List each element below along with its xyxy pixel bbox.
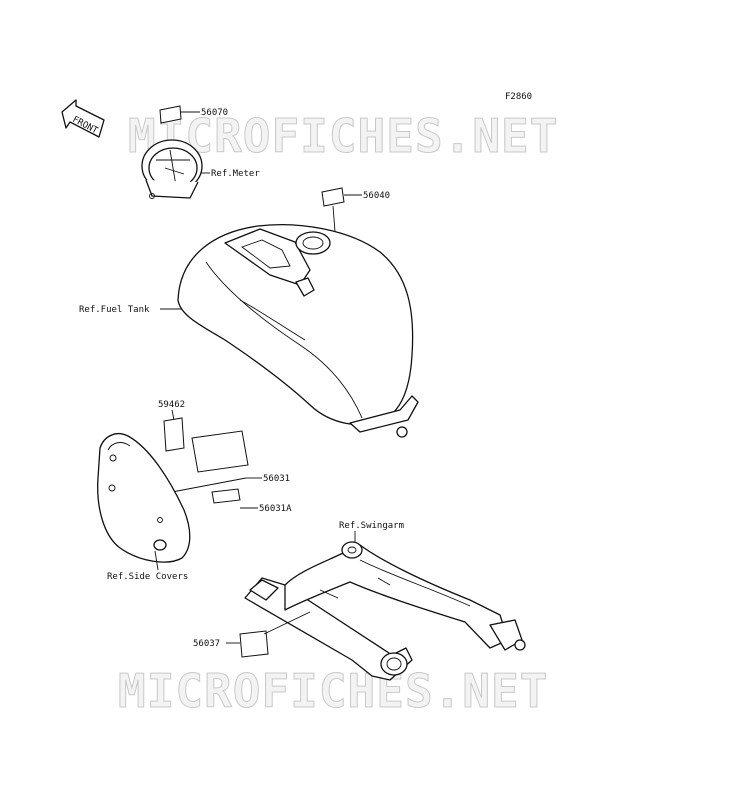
decal-59462[interactable] xyxy=(163,417,185,452)
label-ref-meter[interactable]: Ref.Meter xyxy=(211,169,260,179)
watermark-bottom: MICROFICHES.NET xyxy=(118,664,548,718)
label-ref-swingarm[interactable]: Ref.Swingarm xyxy=(339,521,404,531)
leader-56037-arm xyxy=(263,611,311,635)
label-56031a[interactable]: 56031A xyxy=(259,504,292,514)
label-ref-fuel-tank[interactable]: Ref.Fuel Tank xyxy=(79,305,150,315)
decal-56040[interactable] xyxy=(321,187,345,207)
decal-56070[interactable] xyxy=(159,105,182,124)
label-59462[interactable]: 59462 xyxy=(158,400,185,410)
leader-ref-side-covers xyxy=(154,550,159,571)
fuel-tank-part xyxy=(177,224,419,438)
leader-56031-cover xyxy=(171,477,247,493)
label-56037[interactable]: 56037 xyxy=(193,639,220,649)
meter-part xyxy=(141,139,203,199)
decal-56031[interactable] xyxy=(191,430,249,473)
swingarm-part xyxy=(244,541,526,681)
front-arrow-icon: FRONT xyxy=(61,99,105,138)
decal-56031a[interactable] xyxy=(211,488,241,504)
label-56040[interactable]: 56040 xyxy=(363,191,390,201)
leader-59462 xyxy=(171,409,175,421)
side-cover-part xyxy=(97,433,191,563)
figure-code: F2860 xyxy=(505,92,532,102)
label-56070[interactable]: 56070 xyxy=(201,108,228,118)
label-56031[interactable]: 56031 xyxy=(263,474,290,484)
decal-56037[interactable] xyxy=(239,630,269,658)
watermark-top: MICROFICHES.NET xyxy=(128,109,558,163)
label-ref-side-covers[interactable]: Ref.Side Covers xyxy=(107,572,188,582)
